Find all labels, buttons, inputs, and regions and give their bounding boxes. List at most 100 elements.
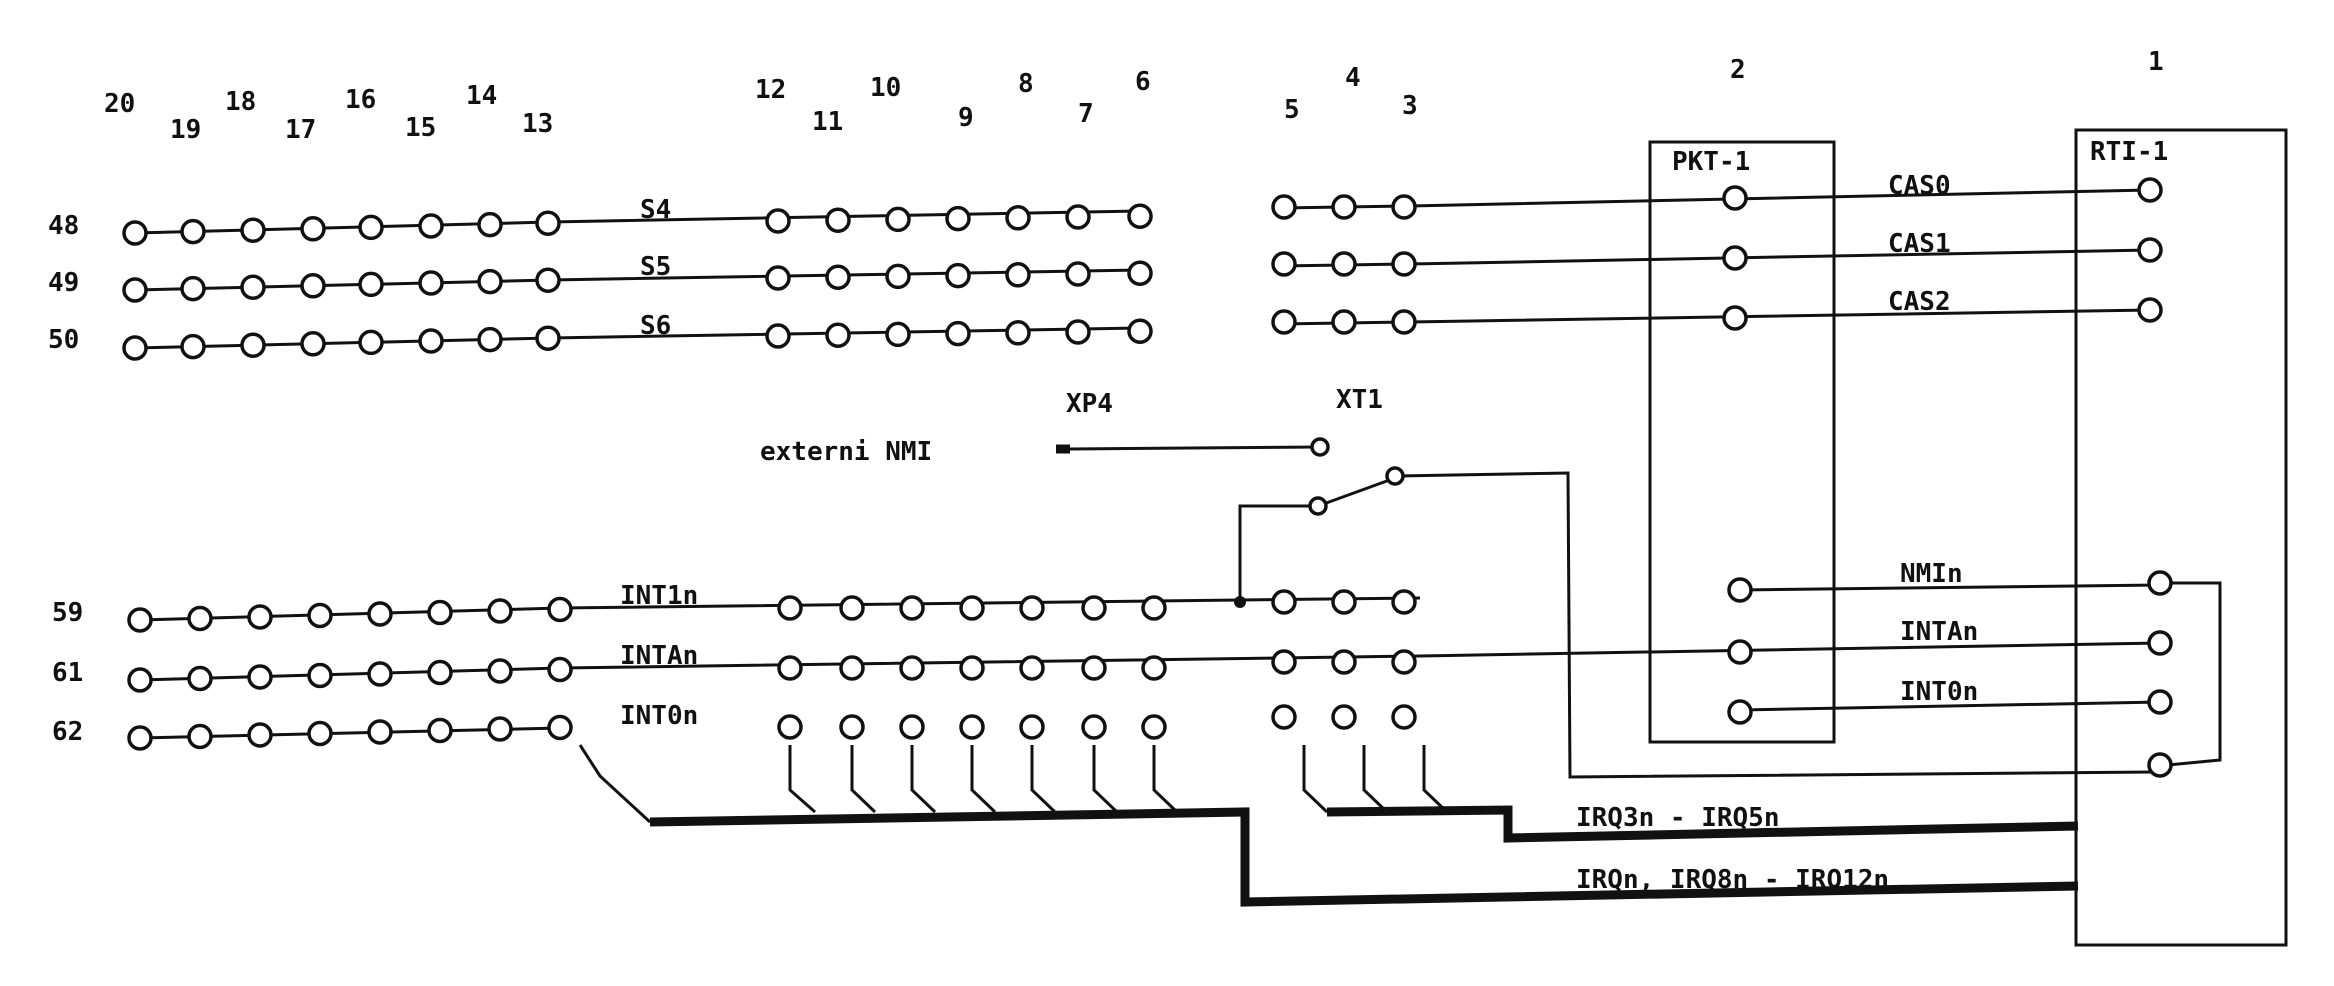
jumper-pad <box>1727 639 1753 665</box>
jumper-pad <box>1019 714 1045 740</box>
column-label: 4 <box>1345 63 1361 93</box>
jumper-pad <box>1065 319 1091 345</box>
jumper-pad <box>1065 204 1091 230</box>
jumper-pad <box>367 661 393 687</box>
connector-name: RTI-1 <box>2090 137 2168 167</box>
jumper-pad <box>1019 595 1045 621</box>
jumper-pad <box>547 656 573 683</box>
jumper-pad <box>1127 203 1153 229</box>
jumper-pad <box>1081 655 1107 681</box>
jumper-pad <box>839 595 865 621</box>
signal-label: S5 <box>640 252 671 282</box>
jumper-pad <box>765 265 791 291</box>
jumper-pad <box>535 325 561 351</box>
bus-label: IRQ3n - IRQ5n <box>1576 803 1780 833</box>
jumper-pad <box>122 277 148 303</box>
rti1-box <box>2074 128 2288 947</box>
column-label: 19 <box>170 115 201 145</box>
jumper-pad <box>127 667 153 693</box>
external-nmi-switch <box>1056 444 2156 779</box>
column-label: 10 <box>870 73 901 103</box>
column-label: 3 <box>1402 91 1418 121</box>
jumper-pad <box>1727 699 1753 725</box>
jumper-pad <box>959 595 985 621</box>
jumper-pad <box>1308 496 1328 516</box>
column-label: 15 <box>405 113 436 143</box>
connector-number: 2 <box>1730 55 1746 85</box>
bus-label: IRQn, IRQ8n - IRQ12n <box>1576 865 1889 895</box>
jumper-pad <box>477 268 503 295</box>
jumper-pad <box>418 213 444 239</box>
jumper-pad <box>2137 297 2163 323</box>
jumper-pad <box>122 220 148 246</box>
jumper-pad <box>1391 704 1417 730</box>
jumper-pad <box>1081 595 1107 621</box>
jumper-pad <box>240 332 266 358</box>
connector-number: 1 <box>2148 47 2164 77</box>
external-nmi-labels: externi NMI XP4 XT1 <box>760 385 1383 467</box>
jumper-pad <box>307 720 333 747</box>
jumper-pad <box>1331 309 1357 335</box>
jumper-pad <box>1271 589 1297 615</box>
jumper-pad <box>899 714 925 740</box>
jumper-pad <box>477 211 503 238</box>
jumper-pad <box>1141 655 1167 681</box>
signal-label: S4 <box>640 195 671 225</box>
jumper-pad <box>959 655 985 681</box>
jumper-pad <box>765 208 791 234</box>
jumper-pad <box>427 659 453 686</box>
jumper-pad <box>300 331 326 357</box>
jumper-pad <box>427 599 453 626</box>
jumper-pad <box>885 321 911 348</box>
jumper-pad <box>825 264 851 290</box>
jumper-pad <box>358 271 384 298</box>
jumper-pad <box>2137 237 2163 263</box>
jumper-pad <box>127 607 153 633</box>
jumper-pad <box>300 216 326 242</box>
jumper-pad <box>367 601 393 627</box>
column-label: 16 <box>345 85 376 115</box>
column-numbers: 20 19 18 17 16 15 14 13 12 11 10 9 8 7 6… <box>104 63 1418 145</box>
jumper-pad <box>1271 194 1297 220</box>
jumper-pad <box>1722 245 1748 271</box>
jumper-pad <box>487 716 513 742</box>
signal-label: NMIn <box>1900 559 1963 589</box>
jumper-pad <box>1065 261 1091 287</box>
jumper-pad <box>1331 589 1357 615</box>
column-label: 20 <box>104 89 135 119</box>
jumper-pads <box>122 177 2173 778</box>
jumper-pad <box>1141 714 1167 740</box>
jumper-pad <box>959 714 985 740</box>
jumper-pad <box>825 207 851 233</box>
jumper-pad <box>180 333 206 360</box>
jumper-pad <box>1391 589 1417 615</box>
jumper-pad <box>1331 649 1357 675</box>
jumper-pad <box>1271 309 1297 335</box>
jumper-pad <box>187 605 213 632</box>
jumper-pad <box>307 662 333 689</box>
connector-labels: 2 PKT-1 1 RTI-1 <box>1672 47 2168 177</box>
jumper-pad <box>839 655 865 681</box>
jumper-pad <box>945 320 971 347</box>
jumper-pad <box>240 274 266 300</box>
jumper-pad <box>1385 466 1405 486</box>
jumper-pad <box>825 322 851 348</box>
column-label: 17 <box>285 115 316 145</box>
jumper-pad <box>418 270 444 296</box>
jumper-pad <box>765 323 791 349</box>
jumper-pad <box>1005 320 1031 346</box>
jumper-pad <box>247 664 273 690</box>
connector-name: PKT-1 <box>1672 147 1750 177</box>
jumper-pad <box>477 326 503 353</box>
column-label: 7 <box>1078 99 1094 129</box>
jumper-pad <box>2147 630 2173 656</box>
column-label: 9 <box>958 103 974 133</box>
jumper-pad <box>1005 262 1031 288</box>
signal-labels: CAS0 CAS1 CAS2 S4 S5 S6 INT1n INTAn INT0… <box>620 171 1978 731</box>
jumper-pad <box>777 714 803 740</box>
jumper-pad <box>1722 305 1748 331</box>
column-label: 13 <box>522 109 553 139</box>
jumper-pad <box>187 665 213 692</box>
column-label: 6 <box>1135 67 1151 97</box>
